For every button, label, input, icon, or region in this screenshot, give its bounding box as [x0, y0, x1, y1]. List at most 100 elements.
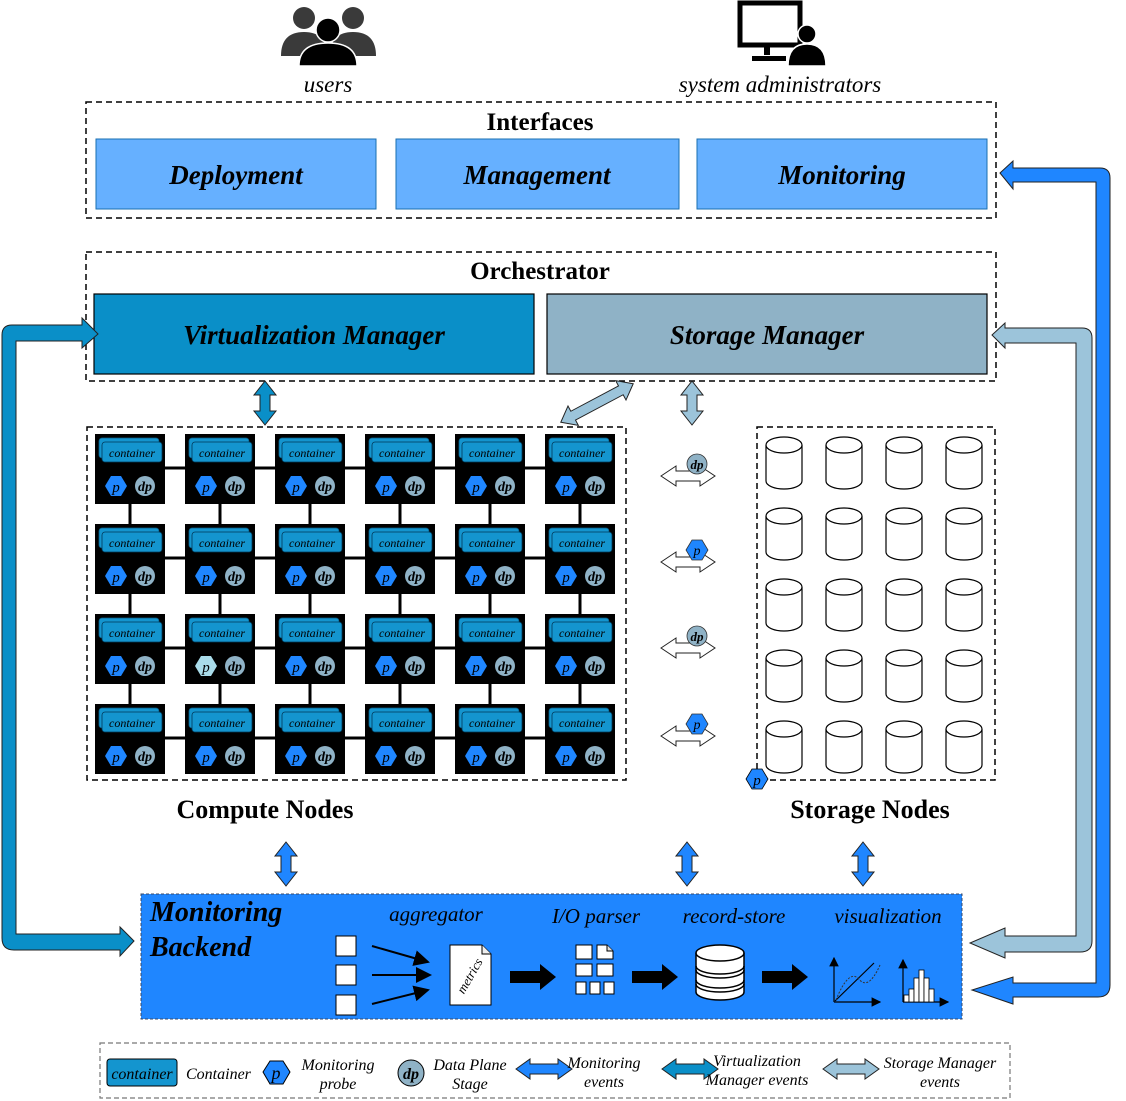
- data-plane-link: dp: [660, 453, 716, 487]
- svg-text:dp: dp: [318, 570, 332, 585]
- legend-sm-events-arrow: [822, 1058, 880, 1080]
- svg-text:p: p: [561, 750, 570, 766]
- storage-node-cylinder-icon[interactable]: [765, 649, 803, 703]
- compute-node[interactable]: container p dp: [275, 434, 345, 504]
- storage-node-cylinder-icon[interactable]: [885, 507, 923, 561]
- monitoring-probe-icon: p: [375, 746, 397, 766]
- storage-node-cylinder-icon[interactable]: [825, 436, 863, 490]
- flow-arrow-icon: [510, 964, 556, 990]
- storage-node-cylinder-icon[interactable]: [885, 649, 923, 703]
- system-administrators-label: system administrators: [679, 72, 882, 97]
- data-plane-stage-icon: dp: [405, 566, 425, 586]
- container: container: [281, 711, 343, 733]
- storage-node-cylinder-icon[interactable]: [825, 578, 863, 632]
- container-label: container: [109, 536, 155, 550]
- monitoring-probe-icon: p: [375, 566, 397, 586]
- storage-manager[interactable]: Storage Manager: [546, 293, 988, 375]
- storage-node-cylinder-icon[interactable]: [885, 436, 923, 490]
- interface-monitoring-label: Monitoring: [777, 160, 906, 190]
- interface-deployment[interactable]: Deployment: [95, 138, 377, 210]
- legend-vm-events-arrow: [661, 1058, 719, 1080]
- svg-text:dp: dp: [138, 480, 152, 495]
- container: container: [281, 621, 343, 643]
- data-plane-stage-icon: dp: [686, 625, 708, 647]
- storage-node-cylinder-icon[interactable]: [885, 578, 923, 632]
- interface-management[interactable]: Management: [395, 138, 680, 210]
- data-plane-stage-icon: dp: [225, 656, 245, 676]
- monitoring-probe-icon: p: [105, 746, 127, 766]
- svg-text:p: p: [381, 660, 390, 676]
- storage-node-cylinder-icon[interactable]: [765, 578, 803, 632]
- svg-text:p: p: [291, 480, 300, 496]
- data-plane-stage-icon: dp: [495, 746, 515, 766]
- storage-node-cylinder-icon[interactable]: [825, 649, 863, 703]
- container-label: container: [559, 626, 605, 640]
- svg-text:dp: dp: [498, 480, 512, 495]
- storage-node-cylinder-icon[interactable]: [945, 436, 983, 490]
- storage-monitoring-events-arrow: [850, 841, 876, 887]
- storage-node-cylinder-icon[interactable]: [825, 507, 863, 561]
- monitoring-probe-icon: p: [375, 656, 397, 676]
- storage-node-cylinder-icon[interactable]: [945, 649, 983, 703]
- virtualization-manager[interactable]: Virtualization Manager: [93, 293, 535, 375]
- data-plane-stage-icon: dp: [225, 566, 245, 586]
- interface-monitoring[interactable]: Monitoring: [696, 138, 988, 210]
- storage-node-cylinder-icon[interactable]: [765, 507, 803, 561]
- storage-node-cylinder-icon[interactable]: [765, 436, 803, 490]
- virtualization-manager-events-arrow: [252, 380, 278, 426]
- storage-node-cylinder-icon[interactable]: [885, 720, 923, 774]
- svg-text:dp: dp: [318, 480, 332, 495]
- svg-text:dp: dp: [228, 480, 242, 495]
- storage-manager-events-arrow: [679, 380, 705, 426]
- legend-vm-events-2: Manager events: [705, 1072, 809, 1089]
- container: container: [551, 531, 613, 553]
- svg-text:dp: dp: [408, 750, 422, 765]
- storage-node-cylinder-icon[interactable]: [945, 507, 983, 561]
- container-label: container: [289, 626, 335, 640]
- container: container: [281, 531, 343, 553]
- storage-node-cylinder-icon[interactable]: [945, 720, 983, 774]
- svg-text:dp: dp: [228, 570, 242, 585]
- svg-text:dp: dp: [588, 750, 602, 765]
- container: container: [551, 441, 613, 463]
- legend-container-chip: container: [111, 1066, 173, 1083]
- data-plane-monitoring-events-arrow: [674, 841, 700, 887]
- svg-text:dp: dp: [498, 750, 512, 765]
- users-label: users: [304, 72, 353, 97]
- data-plane-stage-icon: dp: [135, 656, 155, 676]
- container: container: [281, 441, 343, 463]
- storage-node-cylinder-icon[interactable]: [945, 578, 983, 632]
- monitoring-backend[interactable]: [140, 893, 963, 1020]
- data-plane-link: dp: [660, 625, 716, 659]
- storage-node-cylinder-icon[interactable]: [765, 720, 803, 774]
- svg-text:p: p: [381, 480, 390, 496]
- monitoring-probe-icon: p: [105, 476, 127, 496]
- svg-text:p: p: [201, 750, 210, 766]
- storage-node-cylinder-icon[interactable]: [825, 720, 863, 774]
- metrics-document-icon: metrics: [449, 944, 492, 1006]
- container-label: container: [289, 536, 335, 550]
